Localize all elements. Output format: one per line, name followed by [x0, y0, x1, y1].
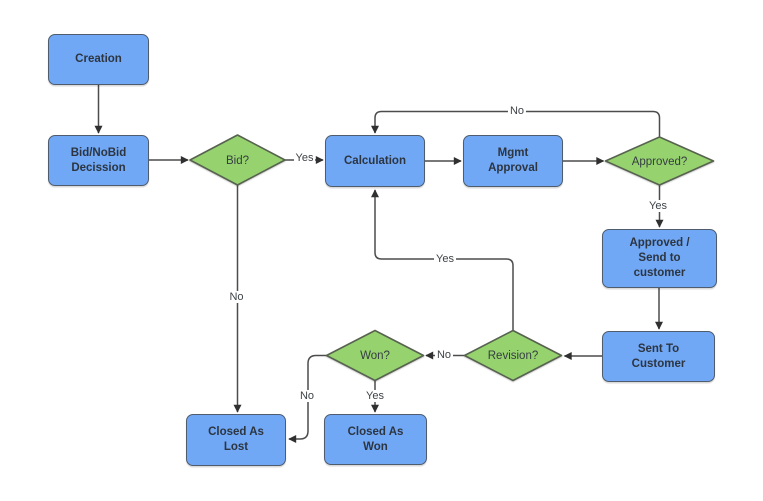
node-creation: Creation	[48, 34, 149, 85]
edge-label-won-yes: Yes	[364, 390, 386, 402]
edge-label-bid-yes: Yes	[293, 152, 316, 164]
edge-label-revision-no: No	[434, 349, 454, 361]
node-closed-as-won: Closed As Won	[324, 414, 427, 465]
edge-label-bid-no: No	[227, 291, 246, 303]
edge-label-approved-no: No	[507, 105, 527, 117]
node-calculation: Calculation	[325, 135, 425, 187]
node-mgmt-approval-label: Mgmt Approval	[488, 147, 538, 174]
decision-approved-label: Approved?	[631, 155, 688, 168]
node-closed-as-lost: Closed As Lost	[186, 414, 286, 466]
node-closed-as-lost-label: Closed As Lost	[208, 426, 264, 453]
node-approved-send-to-customer-label: Approved / Send to customer	[629, 237, 690, 279]
node-sent-to-customer-label: Sent To Customer	[631, 342, 686, 370]
node-mgmt-approval: Mgmt Approval	[463, 135, 563, 187]
decision-won-label: Won?	[360, 350, 390, 362]
edge-label-revision-yes: Yes	[434, 252, 456, 265]
node-bid-nobid-decission-label: Bid/NoBid Decission	[70, 146, 127, 174]
edge-label-won-no: No	[297, 390, 317, 402]
node-calculation-label: Calculation	[344, 154, 406, 167]
decision-won-shape	[325, 329, 425, 382]
node-bid-nobid-decission: Bid/NoBid Decission	[48, 135, 149, 186]
decision-revision-label: Revision?	[487, 350, 539, 362]
decision-bid-shape	[189, 134, 286, 186]
node-approved-send-to-customer: Approved / Send to customer	[602, 229, 717, 288]
decision-approved-shape	[604, 136, 715, 186]
decision-bid-label: Bid?	[225, 154, 250, 167]
decision-revision-shape	[463, 329, 563, 382]
node-closed-as-won-label: Closed As Won	[347, 425, 404, 453]
edge-label-approved-yes: Yes	[647, 200, 669, 212]
node-creation-label: Creation	[75, 53, 122, 65]
node-sent-to-customer: Sent To Customer	[602, 331, 715, 382]
